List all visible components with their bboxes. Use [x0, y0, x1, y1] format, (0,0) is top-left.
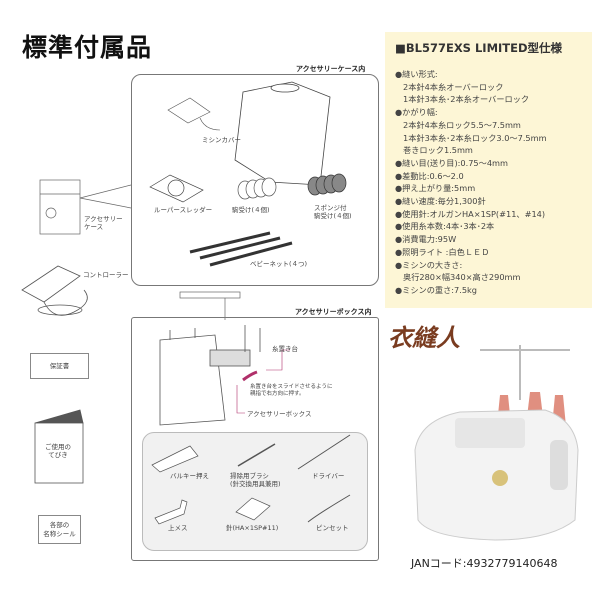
- accessory-box-panel: [131, 317, 379, 561]
- callout-line: [79, 184, 132, 209]
- spec-row: ●縫い速度:毎分1,300針: [395, 196, 486, 207]
- spec-row: ●照明ライト :白色ＬＥＤ: [395, 246, 490, 257]
- spool-holders-icon: [237, 177, 277, 200]
- spec-row: ●押え上がり量:5mm: [395, 183, 476, 194]
- warranty-card: 保証書: [30, 353, 89, 379]
- spec-row: 2本針4本糸ロック5.5～7.5mm: [403, 119, 521, 130]
- box-section-heading: アクセサリーボックス内: [295, 308, 372, 316]
- serger-photo: [414, 345, 579, 541]
- spec-row: 2本針4本糸オーバーロック: [403, 81, 504, 92]
- label-accessory-case: アクセサリー ケース: [84, 215, 123, 232]
- label-sewing-cover: ミシンカバー: [202, 136, 241, 144]
- label-upper-knife: 上メス: [168, 524, 188, 532]
- accessory-case-icon: [39, 179, 81, 235]
- label-controller: コントローラー: [83, 271, 129, 279]
- spec-row: ●使用糸本数:4本･3本･2本: [395, 221, 495, 232]
- spec-row: 奥行280×幅340×高さ290mm: [403, 272, 521, 283]
- baby-net-icon: [189, 231, 293, 267]
- spec-row: 巻きロック1.5mm: [403, 145, 473, 156]
- label-cleaning-brush: 掃除用ブラシ (針交換用具兼用): [230, 472, 281, 489]
- label-accessory-box: アクセサリーボックス: [247, 410, 312, 418]
- spec-row: ●ミシンの大きさ:: [395, 259, 463, 270]
- thread-stand-rod: [480, 345, 570, 400]
- upper-knife-icon: [154, 499, 188, 525]
- bulky-foot-icon: [151, 445, 199, 473]
- spec-row: ●かがり幅:: [395, 107, 438, 118]
- spec-row: ●差動比:0.6～2.0: [395, 170, 464, 181]
- jan-code: JANコード:4932779140648: [411, 557, 558, 570]
- label-spool-holder: 駒受け(４個): [232, 206, 270, 214]
- spec-row: ●ミシンの重さ:7.5kg: [395, 284, 477, 295]
- spec-list: ●縫い形式: 2本針4本糸オーバーロック 1本針3本糸･2本糸オーバーロック ●かがり…: [395, 68, 582, 297]
- spec-row: 1本針3本糸･2本糸オーバーロック: [403, 94, 530, 105]
- case-section-heading: アクセサリーケース内: [296, 65, 366, 73]
- label-screwdriver: ドライバー: [312, 472, 345, 480]
- spec-row: 1本針3本糸･2本糸ロック3.0～7.5mm: [403, 132, 547, 143]
- spec-heading: ■BL577EXS LIMITED型仕様: [395, 41, 563, 55]
- label-sponge-holder: スポンジ付 駒受け(４個): [314, 204, 352, 221]
- manual-envelope-icon: [167, 97, 221, 131]
- looper-cover: [455, 418, 525, 448]
- label-tweezers: ピンセット: [316, 524, 349, 532]
- label-thread-stand: 糸置き台: [272, 345, 298, 353]
- push-arrow-icon: [242, 370, 258, 382]
- label-baby-net: ベビーネット(４つ): [250, 260, 308, 268]
- brand-logo: 衣縫人: [388, 323, 460, 352]
- controller-icon: [21, 265, 88, 316]
- thread-stand-icon: [179, 291, 241, 320]
- sponge-holders-icon: [307, 173, 347, 196]
- serger-line-icon: [159, 325, 261, 426]
- label-bulky-foot: バルキー押え: [170, 472, 209, 480]
- instruction-text: 糸置き台をスライドさせるように 親指で右方向に押す。: [250, 384, 333, 398]
- spec-row: ●縫い形式:: [395, 69, 438, 79]
- spec-row: ●消費電力:95W: [395, 234, 457, 245]
- pointer-lines: [236, 349, 290, 414]
- needle-pack-icon: [235, 497, 271, 521]
- threader-icon: [149, 174, 204, 203]
- spec-row: ●使用針:オルガンHA×1SP(#11、#14): [395, 208, 546, 219]
- spec-row: ●縫い目(送り目):0.75～4mm: [395, 157, 508, 168]
- manual-booklet-icon: [34, 409, 84, 484]
- tweezers-icon: [307, 494, 351, 523]
- page-title: 標準付属品: [22, 33, 153, 62]
- label-needles: 針(HA×1SP#11): [226, 524, 279, 532]
- spec-panel: ■BL577EXS LIMITED型仕様 ●縫い形式: 2本針4本糸オーバーロック…: [385, 32, 592, 308]
- brush-icon: [237, 443, 276, 467]
- driver-icon: [297, 434, 351, 470]
- label-looper-threader: ルーパースレッダー: [154, 206, 213, 214]
- emblem: [492, 470, 508, 486]
- name-seal: 各部の 名称シール: [38, 515, 81, 544]
- handwheel: [550, 440, 568, 490]
- label-manual: ご使用の てびき: [45, 443, 71, 460]
